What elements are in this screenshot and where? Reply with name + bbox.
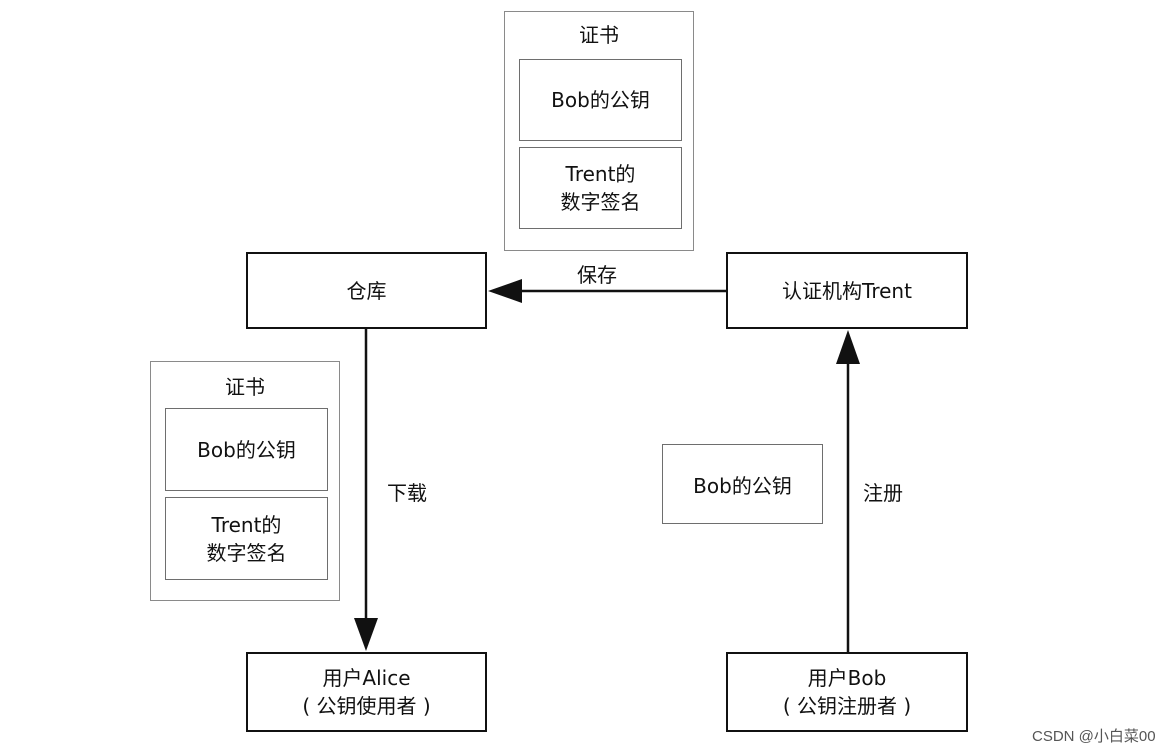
- left-certificate-signature: Trent的 数字签名: [165, 497, 328, 580]
- store-arrowhead: [488, 279, 522, 303]
- left-certificate-public-key: Bob的公钥: [165, 408, 328, 491]
- download-label: 下载: [387, 481, 427, 505]
- user-bob-name: 用户Bob: [807, 666, 887, 690]
- user-alice-node: 用户Alice ( 公钥使用者 ): [246, 652, 487, 732]
- register-arrowhead: [836, 330, 860, 364]
- top-certificate: 证书 Bob的公钥 Trent的 数字签名: [504, 11, 694, 251]
- bob-public-key-label: Bob的公钥: [693, 473, 792, 498]
- repository-label: 仓库: [346, 278, 387, 303]
- left-certificate-title: 证书: [225, 375, 265, 399]
- store-label: 保存: [577, 263, 617, 287]
- certificate-authority-label: 认证机构Trent: [782, 278, 912, 303]
- user-alice-role: ( 公钥使用者 ): [302, 694, 431, 718]
- top-certificate-signature: Trent的 数字签名: [519, 147, 682, 229]
- repository-node: 仓库: [246, 252, 487, 329]
- bob-public-key-box: Bob的公钥: [662, 444, 823, 524]
- download-arrowhead: [354, 618, 378, 651]
- top-certificate-public-key: Bob的公钥: [519, 59, 682, 141]
- user-alice-name: 用户Alice: [322, 666, 411, 690]
- user-bob-role: ( 公钥注册者 ): [782, 694, 912, 718]
- user-bob-node: 用户Bob ( 公钥注册者 ): [726, 652, 968, 732]
- certificate-authority-node: 认证机构Trent: [726, 252, 968, 329]
- top-certificate-title: 证书: [579, 23, 619, 47]
- csdn-watermark: CSDN @小白菜00: [1032, 728, 1156, 745]
- register-label: 注册: [863, 481, 903, 505]
- left-certificate: 证书 Bob的公钥 Trent的 数字签名: [150, 361, 340, 601]
